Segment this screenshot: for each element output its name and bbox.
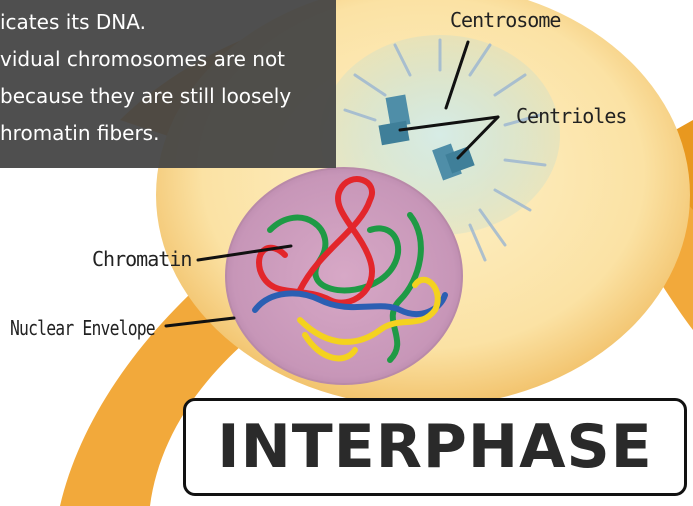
label-chromatin: Chromatin <box>92 247 191 271</box>
description-line-4: hromatin fibers. <box>0 121 159 145</box>
label-centrioles: Centrioles <box>516 104 626 128</box>
page-title: INTERPHASE <box>186 401 684 493</box>
label-nuclear-envelope: Nuclear Envelope <box>10 316 155 340</box>
description-line-1: icates its DNA. <box>0 10 146 34</box>
description-line-3: because they are still loosely <box>0 84 291 108</box>
title-box: INTERPHASE <box>183 398 687 496</box>
label-centrosome: Centrosome <box>450 8 560 32</box>
description-text: icates its DNA. vidual chromosomes are n… <box>0 0 336 168</box>
description-line-2: vidual chromosomes are not <box>0 47 285 71</box>
